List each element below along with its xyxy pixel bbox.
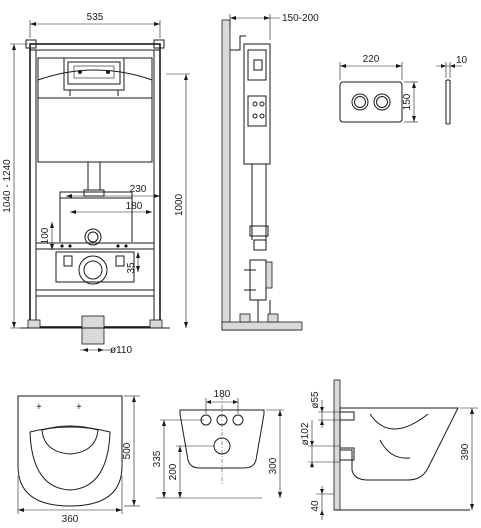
outlet-offset-label: 35 (126, 262, 137, 274)
back-lower-height-label: 200 (168, 463, 179, 480)
bolt-mark-right: + (76, 402, 82, 413)
plate-height-label: 150 (402, 93, 413, 110)
side-frame-view: 150-200 (222, 13, 319, 330)
side-depth-label: 150-200 (282, 13, 319, 24)
drain-pipe (82, 316, 104, 344)
bowl-width-label: 360 (62, 514, 79, 525)
plate-thickness-label: 10 (456, 55, 468, 66)
frame-width-label: 535 (87, 12, 104, 23)
side-height-label: 390 (460, 443, 471, 460)
outlet-diameter-label: ø102 (300, 422, 311, 445)
bowl-top-view: + + 500 360 (18, 396, 140, 525)
plate-width-label: 220 (363, 54, 380, 65)
side-wall-section (334, 380, 340, 510)
front-frame-view: 535 1040 - 1240 1000 230 180 100 35 ø110 (2, 12, 190, 356)
bolt-span-label: 180 (214, 389, 231, 400)
back-side-height-label: 300 (268, 457, 279, 474)
bowl-side-view: ø55 ø102 390 40 (300, 380, 478, 520)
frame-height-label: 1000 (174, 193, 185, 216)
outlet-span-label: 230 (130, 184, 147, 195)
bolt-mark-left: + (36, 402, 42, 413)
back-overall-height-label: 335 (152, 450, 163, 467)
bolt-hole-right (233, 415, 243, 425)
floor-gap-label: 40 (310, 500, 321, 512)
outlet-pipe (79, 256, 107, 284)
left-offset-label: 100 (40, 227, 51, 244)
inlet-diameter-label: ø55 (310, 391, 321, 409)
bowl-outline-side (340, 408, 458, 480)
cistern-body (38, 58, 152, 162)
flush-plate-view: 220 150 10 (340, 54, 468, 124)
wall-section (222, 20, 230, 330)
pipe-diameter-label: ø110 (110, 345, 132, 356)
bowl-back-view: 180 335 200 300 (152, 389, 284, 498)
plate-side (446, 80, 450, 124)
flush-plate (340, 82, 402, 122)
frame-height-range-label: 1040 - 1240 (2, 159, 13, 213)
flush-opening (64, 58, 124, 90)
bowl-length-label: 500 (122, 442, 133, 459)
inner-span-label: 180 (126, 201, 143, 212)
